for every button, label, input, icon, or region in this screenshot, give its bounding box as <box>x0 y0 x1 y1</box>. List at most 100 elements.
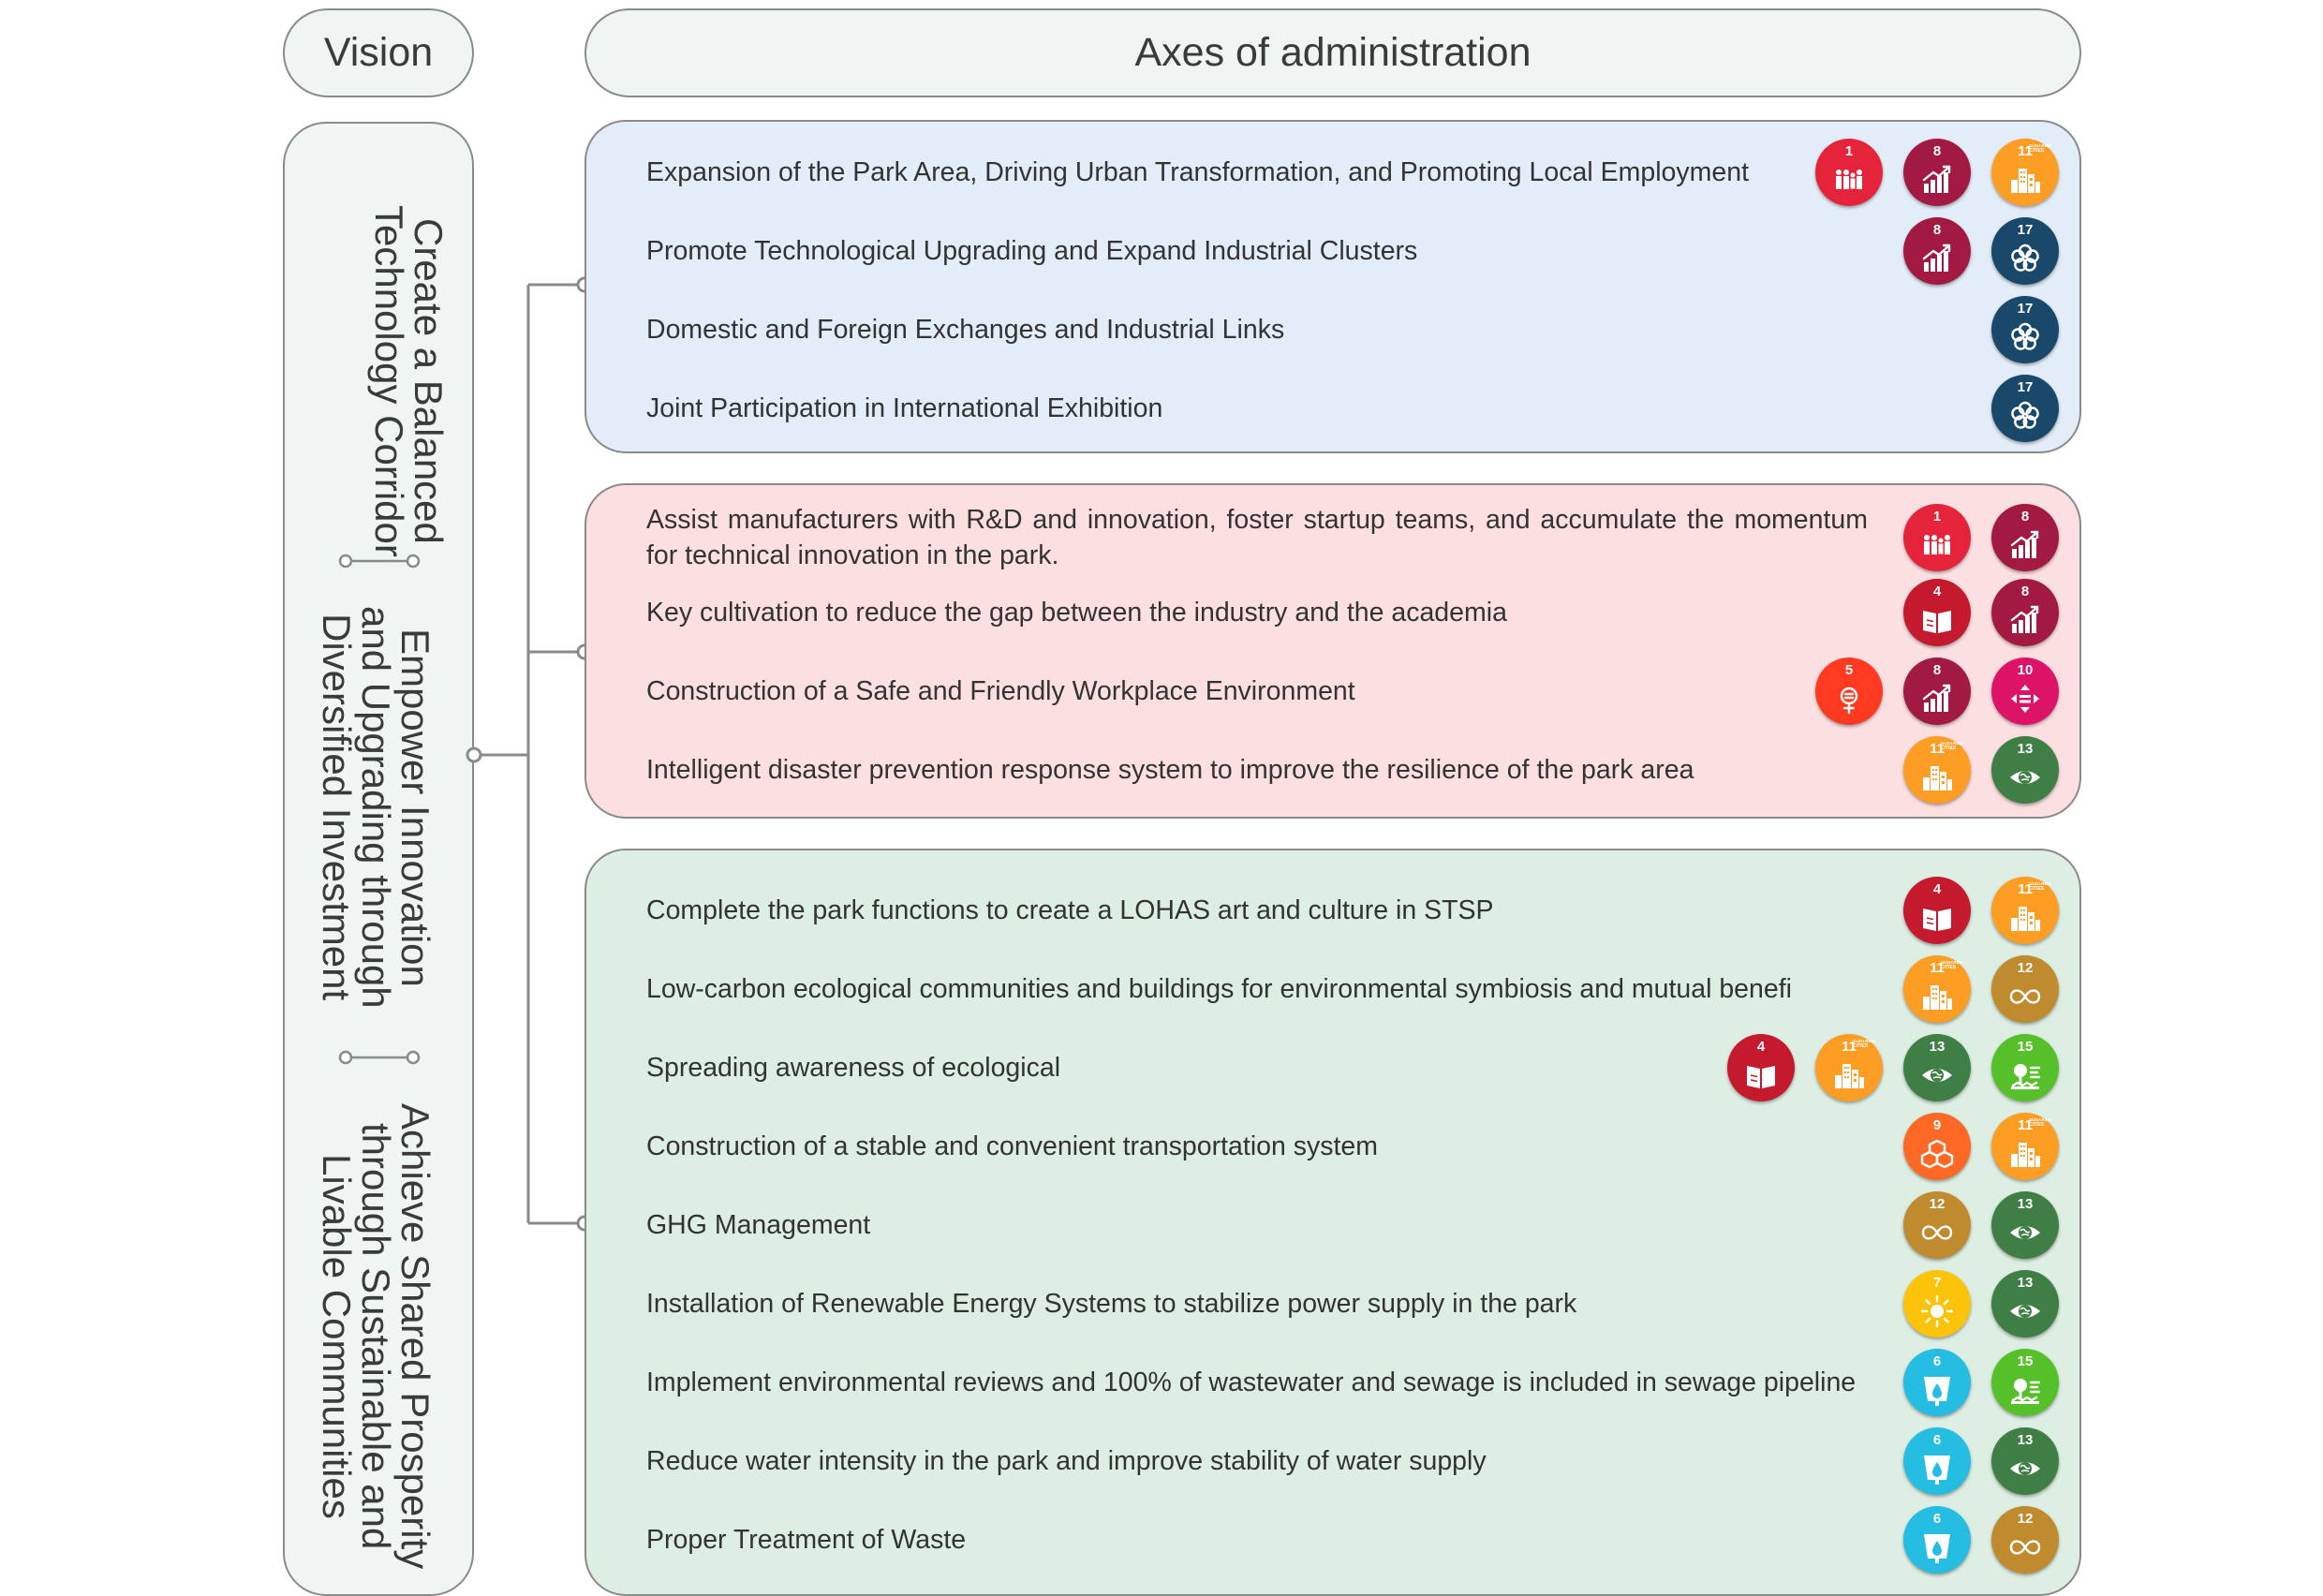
axis-item-text: Construction of a Safe and Friendly Work… <box>646 676 1355 706</box>
sdg-number: 6 <box>1932 1432 1942 1448</box>
axis-item: Expansion of the Park Area, Driving Urba… <box>646 155 1808 190</box>
sdg-number: 1 <box>1932 509 1942 525</box>
sdg-number: 13 <box>2017 741 2034 757</box>
family-icon <box>1924 535 1950 554</box>
flower-icon <box>2011 244 2039 272</box>
vision-balanced-corridor: Create a Balanced Technology Corridor <box>367 205 451 557</box>
axis-item-text: Spreading awareness of ecological <box>646 1053 1061 1083</box>
vision-separator <box>338 1050 421 1065</box>
growth-chart-icon <box>1922 244 1951 272</box>
axis-item: Low-carbon ecological communities and bu… <box>646 971 1868 1007</box>
sdg-tag: SUSTAINABLE CITIES <box>2029 144 2051 154</box>
vision-empower-innovation: Empower Innovation and Upgrading through… <box>315 606 437 1009</box>
axis-item-text: Complete the park functions to create a … <box>646 895 1494 925</box>
sdg-number: 4 <box>1756 1039 1766 1055</box>
axis-item: Proper Treatment of Waste <box>646 1522 1868 1558</box>
axis-item-text: Joint Participation in International Exh… <box>646 393 1163 423</box>
axes-header: Axes of administration <box>584 8 2081 97</box>
sdg-6-badge: 6 <box>1903 1349 1971 1416</box>
sdg-8-badge: 8 <box>1903 139 1971 206</box>
sdg-17-badge: 17 <box>1991 375 2059 442</box>
gender-icon <box>1840 687 1858 715</box>
sdg-10-badge: 10 <box>1991 658 2059 725</box>
axis-item: Intelligent disaster prevention response… <box>646 752 1868 788</box>
infinity-icon <box>2009 1540 2041 1555</box>
cubes-icon <box>1920 1139 1954 1169</box>
sun-icon <box>1920 1294 1954 1328</box>
city-icon <box>1835 1064 1864 1088</box>
sdg-13-badge: 13 <box>1903 1034 1971 1101</box>
city-icon <box>1923 766 1952 791</box>
sdg-number: 11 <box>2018 881 2033 897</box>
sdg-13-badge: 13 <box>1991 1427 2059 1495</box>
sdg-number: 7 <box>1932 1275 1942 1291</box>
sdg-number: 8 <box>1932 222 1942 238</box>
sdg-12-badge: 12 <box>1991 955 2059 1023</box>
eye-globe-icon <box>1922 1069 1952 1082</box>
axis-item: Key cultivation to reduce the gap betwee… <box>646 595 1868 630</box>
axis-item: Implement environmental reviews and 100%… <box>646 1365 1868 1400</box>
eye-globe-icon <box>2010 771 2040 784</box>
sdg-6-badge: 6 <box>1903 1506 1971 1574</box>
family-icon <box>1836 170 1862 189</box>
sdg-number: 11 <box>2018 1117 2033 1133</box>
sdg-11-badge: 11SUSTAINABLE CITIES <box>1903 736 1971 804</box>
sdg-9-badge: 9 <box>1903 1113 1971 1180</box>
sdg-8-badge: 8 <box>1991 504 2059 571</box>
equality-icon <box>2011 685 2039 713</box>
sdg-1-badge: 1 <box>1903 504 1971 571</box>
tree-icon <box>2011 1379 2041 1404</box>
city-icon <box>2011 907 2040 931</box>
flower-icon <box>2011 401 2039 429</box>
book-icon <box>1923 611 1951 633</box>
eye-globe-icon <box>2010 1462 2040 1475</box>
sdg-6-badge: 6 <box>1903 1427 1971 1495</box>
sdg-number: 17 <box>2017 301 2034 317</box>
sdg-11-badge: 11SUSTAINABLE CITIES <box>1991 877 2059 944</box>
axis-item-text: Key cultivation to reduce the gap betwee… <box>646 598 1507 628</box>
sdg-13-badge: 13 <box>1991 736 2059 804</box>
axes-header-label: Axes of administration <box>1134 30 1531 75</box>
vision-header-label: Vision <box>323 30 434 75</box>
growth-chart-icon <box>2010 530 2039 558</box>
axis-item: Construction of a Safe and Friendly Work… <box>646 673 1868 709</box>
sdg-number: 8 <box>2020 584 2030 599</box>
sdg-tag: SUSTAINABLE CITIES <box>1941 961 1963 970</box>
tree-icon <box>2011 1064 2041 1089</box>
sdg-tag: SUSTAINABLE CITIES <box>2029 1118 2051 1128</box>
sdg-number: 17 <box>2017 379 2034 395</box>
vision-panel: Create a Balanced Technology Corridor Em… <box>283 122 474 1596</box>
sdg-17-badge: 17 <box>1991 217 2059 285</box>
water-drop-icon <box>1924 1456 1950 1485</box>
flower-icon <box>2011 322 2039 350</box>
water-drop-icon <box>1924 1534 1950 1563</box>
axis-item-text: Promote Technological Upgrading and Expa… <box>646 236 1418 266</box>
sdg-number: 11 <box>1930 741 1945 757</box>
axis-item: Complete the park functions to create a … <box>646 893 1868 928</box>
sdg-13-badge: 13 <box>1991 1270 2059 1337</box>
infinity-icon <box>2009 989 2041 1004</box>
sdg-tag: SUSTAINABLE CITIES <box>1853 1040 1875 1049</box>
book-icon <box>1923 909 1951 931</box>
sdg-number: 15 <box>2017 1039 2034 1055</box>
sdg-number: 10 <box>2017 662 2034 678</box>
sdg-4-badge: 4 <box>1903 579 1971 646</box>
sdg-number: 5 <box>1844 662 1854 678</box>
sdg-1-badge: 1 <box>1815 139 1883 206</box>
sdg-4-badge: 4 <box>1727 1034 1795 1101</box>
sdg-17-badge: 17 <box>1991 296 2059 363</box>
city-icon <box>2011 169 2040 193</box>
eye-globe-icon <box>2010 1305 2040 1318</box>
sdg-8-badge: 8 <box>1991 579 2059 646</box>
vision-shared-prosperity: Achieve Shared Prosperity through Sustai… <box>315 1103 437 1570</box>
sdg-tag: SUSTAINABLE CITIES <box>2029 882 2051 892</box>
axis-item: Reduce water intensity in the park and i… <box>646 1443 1868 1479</box>
sdg-number: 11 <box>1842 1039 1857 1055</box>
axis-item: Assist manufacturers with R&D and innova… <box>646 502 1868 573</box>
eye-globe-icon <box>2010 1226 2040 1239</box>
axis-item-text: Assist manufacturers with R&D and innova… <box>646 505 1868 570</box>
sdg-number: 4 <box>1932 881 1942 897</box>
sdg-13-badge: 13 <box>1991 1191 2059 1259</box>
axis-item-text: Implement environmental reviews and 100%… <box>646 1367 1857 1397</box>
sdg-8-badge: 8 <box>1903 658 1971 725</box>
